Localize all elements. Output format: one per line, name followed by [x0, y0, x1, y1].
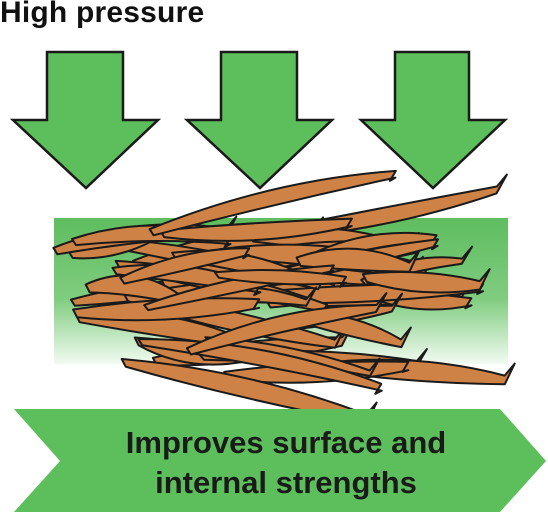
fiber-strand [148, 169, 397, 237]
fiber-strand [361, 268, 491, 294]
banner-caption: Improves surface and internal strengths [60, 423, 512, 503]
fiber-strand [213, 269, 347, 288]
pressure-arrows [9, 50, 509, 190]
down-arrow-icon [183, 50, 336, 190]
banner-line-1: Improves surface and [125, 425, 447, 460]
right-chevron-banner [14, 409, 546, 512]
fiber-strand [119, 247, 251, 285]
fiber-strand [72, 297, 261, 322]
fiber-strand [159, 217, 353, 242]
page-title: High pressure [0, 0, 205, 29]
banner-line-2: internal strengths [155, 465, 417, 500]
fiber-mat [52, 169, 516, 425]
fiber-strand [185, 292, 388, 356]
down-arrow-icon [357, 50, 509, 190]
down-arrow-icon [9, 50, 162, 190]
